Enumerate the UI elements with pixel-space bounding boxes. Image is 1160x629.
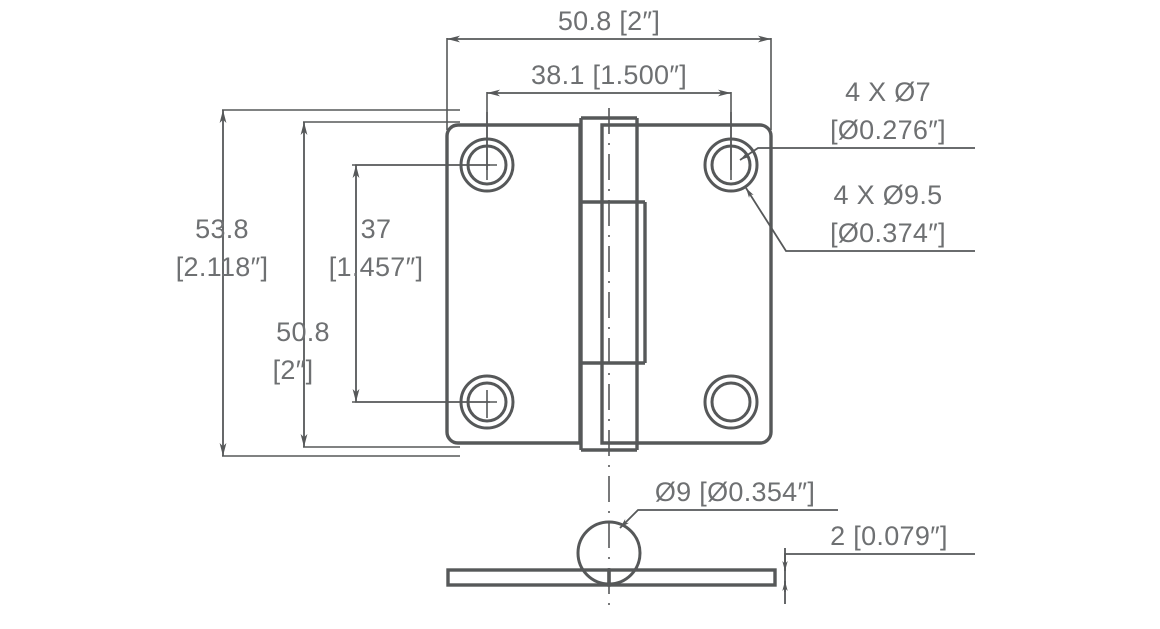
hole-bottom-right [703, 374, 759, 430]
counterbore-circle [703, 374, 759, 430]
label-hole-spacing-horizontal: 38.1 [1.500″] [531, 60, 687, 90]
right-leaf-outline [600, 123, 773, 445]
label-overall-height-line2: [2.118″] [176, 252, 269, 282]
through-hole-circle [710, 381, 752, 423]
side-right-leaf [607, 568, 777, 587]
leader-pin-diameter [619, 509, 838, 529]
label-overall-height-line1: 53.8 [195, 214, 249, 244]
label-hole-spacing-vertical-line2: [1.457″] [329, 252, 424, 282]
front-view-geometry [352, 108, 773, 612]
label-counterbore-line1: 4 X Ø9.5 [834, 180, 943, 210]
label-pin-diameter: Ø9 [Ø0.354″] [655, 477, 815, 507]
label-leaf-height-line1: 50.8 [276, 317, 330, 347]
label-counterbore-line2: [Ø0.374″] [830, 218, 946, 248]
leader-leaf-thickness [784, 553, 975, 592]
dimension-labels: 50.8 [2″] 38.1 [1.500″] 53.8 [2.118″] 50… [176, 6, 948, 551]
dimension-lines [219, 35, 771, 456]
label-hole-spacing-vertical-line1: 37 [361, 214, 392, 244]
side-view-geometry [446, 520, 777, 587]
label-leaf-thickness: 2 [0.079″] [830, 521, 948, 551]
extension-lines [222, 38, 772, 457]
label-through-hole-line1: 4 X Ø7 [845, 77, 931, 107]
leader-counterbore [745, 187, 975, 252]
leader-through-hole [739, 147, 975, 161]
label-leaf-height-line2: [2″] [273, 355, 314, 385]
label-overall-width: 50.8 [2″] [558, 6, 660, 36]
leader-lines [619, 147, 975, 604]
label-through-hole-line2: [Ø0.276″] [830, 115, 946, 145]
left-leaf-outline [445, 123, 582, 445]
